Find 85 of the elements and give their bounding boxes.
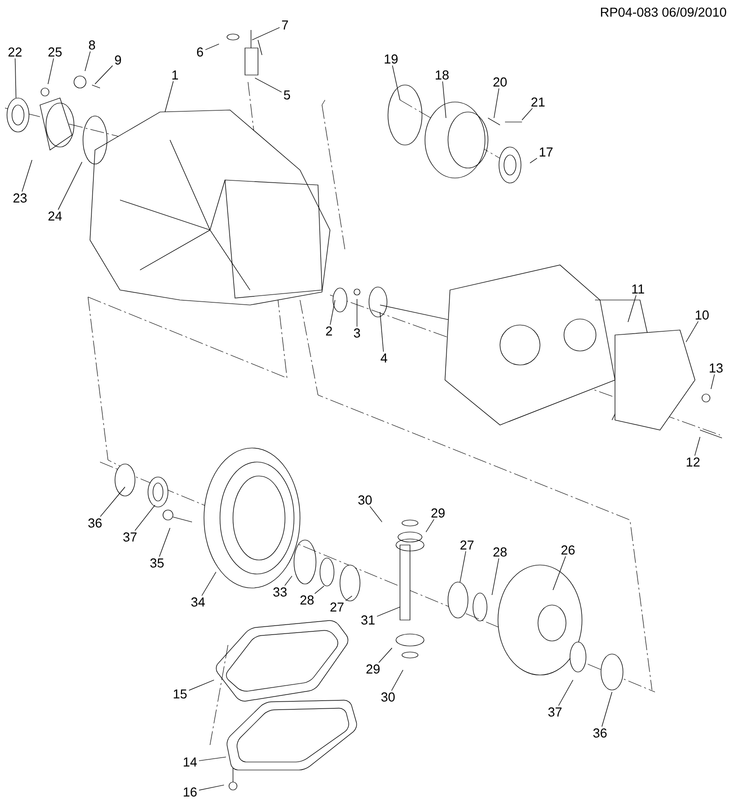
callout-number: 15 <box>174 690 187 699</box>
leader-line <box>426 519 434 532</box>
callout-number: 7 <box>282 20 288 30</box>
callout-number: 33 <box>273 587 287 597</box>
callout-number: 27 <box>330 602 344 612</box>
callout-number: 34 <box>191 597 205 607</box>
leader-line <box>530 158 538 164</box>
leader-line <box>460 551 466 582</box>
callout-number: 3 <box>354 328 360 338</box>
leader-line <box>558 680 574 706</box>
leader-line <box>202 572 216 596</box>
leader-line <box>254 78 282 92</box>
leader-line <box>48 58 54 84</box>
callout-number: 11 <box>632 284 644 294</box>
callout-number: 35 <box>150 558 164 568</box>
callout-number: 6 <box>197 47 204 57</box>
leader-line <box>694 436 700 456</box>
leader-line <box>552 556 566 590</box>
callout-number: 37 <box>123 532 137 542</box>
leader-line <box>391 670 404 691</box>
callout-number: 28 <box>493 547 507 557</box>
leader-line <box>370 506 382 522</box>
callout-number: 9 <box>115 55 121 65</box>
callout-number: 25 <box>48 47 62 57</box>
callout-number: 30 <box>358 495 372 505</box>
leader-line <box>164 80 174 112</box>
callout-number: 24 <box>48 211 62 221</box>
leader-line <box>602 692 612 727</box>
leader-line <box>100 486 126 517</box>
callout-number: 31 <box>361 615 375 625</box>
callout-number: 28 <box>300 595 314 605</box>
leader-line <box>392 65 400 100</box>
leader-line <box>14 58 16 98</box>
leader-line <box>710 374 715 390</box>
leader-line <box>330 300 336 325</box>
callout-number: 23 <box>13 193 27 203</box>
leader-line <box>522 108 533 120</box>
callout-number: 16 <box>184 787 197 797</box>
leader-line <box>84 51 91 72</box>
callout-number: 18 <box>436 70 449 80</box>
callout-number: 10 <box>696 310 709 320</box>
callout-number: 12 <box>686 457 700 467</box>
callout-number: 29 <box>366 664 380 674</box>
leader-line <box>494 88 500 118</box>
callout-number: 8 <box>88 40 96 50</box>
callout-number: 27 <box>460 540 474 550</box>
callout-number: 13 <box>710 363 723 373</box>
leader-line <box>380 312 384 352</box>
leader-line <box>442 81 446 118</box>
callout-number: 17 <box>540 148 553 156</box>
drawing-number: RP04-083 06/09/2010 <box>601 7 726 17</box>
leader-line <box>198 756 226 762</box>
callout-number: 20 <box>493 77 507 87</box>
callout-number: 22 <box>8 47 22 57</box>
leader-line <box>159 528 170 557</box>
callout-number: 2 <box>326 326 332 336</box>
leader-line <box>284 576 292 586</box>
leader-line <box>356 298 358 327</box>
leader-line <box>492 558 500 596</box>
leader-line <box>188 680 214 691</box>
leader-line <box>58 162 82 210</box>
callout-number: 29 <box>431 508 445 518</box>
callout-number: 4 <box>380 354 388 362</box>
callout-number: 37 <box>548 707 562 717</box>
leader-line <box>314 586 324 594</box>
callout-number: 36 <box>593 728 607 738</box>
leader-line <box>252 27 280 40</box>
leader-line <box>22 160 32 192</box>
leader-line <box>205 44 220 50</box>
callout-number: 19 <box>384 54 398 64</box>
leader-line <box>198 784 224 790</box>
callout-number: 30 <box>381 692 395 702</box>
leader-line <box>378 648 392 663</box>
leader-line <box>345 596 352 601</box>
leader-line <box>134 504 156 531</box>
callout-number: 1 <box>172 70 178 80</box>
leader-line <box>628 294 636 322</box>
callout-number: 14 <box>184 758 197 766</box>
leader-line <box>94 65 113 84</box>
callout-number: 21 <box>531 97 545 107</box>
callout-number: 36 <box>88 518 102 528</box>
callout-number: 5 <box>284 90 290 100</box>
leader-line <box>686 321 699 342</box>
callout-number: 26 <box>561 545 575 555</box>
leader-line <box>376 606 400 617</box>
